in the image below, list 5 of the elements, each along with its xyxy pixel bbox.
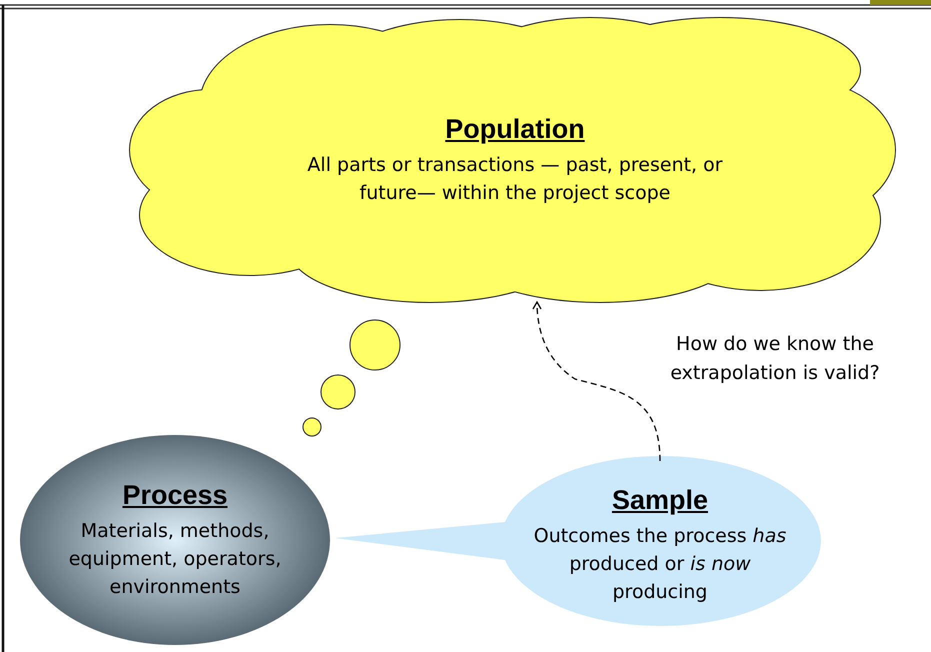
question-text: How do we know the extrapolation is valid? — [669, 332, 881, 386]
dashed-arrow — [532, 301, 661, 462]
node-heading: Process — [122, 480, 228, 510]
process-ellipse — [20, 435, 330, 645]
node-text: Materials, methods, equipment, operators, environments — [68, 518, 282, 600]
